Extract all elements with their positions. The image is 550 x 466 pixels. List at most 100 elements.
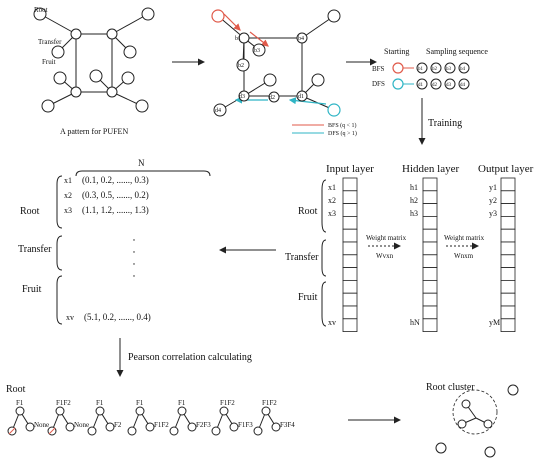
- tree-right-label: F2F3: [196, 421, 211, 429]
- weight1-label: Weight matrix: [366, 234, 407, 242]
- input-label-x2: x2: [328, 196, 336, 205]
- matrix-row-value-v: (5.1, 0.2, ......, 0.4): [84, 312, 151, 322]
- walk-node-b1: b1: [235, 36, 241, 42]
- tree-right-label: F3F4: [280, 421, 295, 429]
- pattern-transfer-label: Transfer: [38, 38, 62, 46]
- bfs-seq-4: b4: [460, 67, 466, 72]
- input-label-x3: x3: [328, 209, 336, 218]
- pattern-graph: [33, 7, 155, 113]
- walk-node-d4: d4: [215, 108, 221, 114]
- dfs-sequence: [416, 78, 470, 90]
- pattern-root-label: Root: [34, 6, 48, 14]
- pearson-label: Pearson correlation calculating: [128, 352, 252, 363]
- hidden-layer-cell: [422, 215, 438, 230]
- input-layer-cell: [342, 305, 358, 320]
- matrix-group-fruit: Fruit: [22, 284, 42, 295]
- hidden-layer-cell: [422, 305, 438, 320]
- hidden-layer-cell: [422, 254, 438, 269]
- matrix-n-brace: [75, 170, 211, 177]
- input-layer-cell: [342, 267, 358, 281]
- pattern-caption: A pattern for PUFEN: [60, 127, 128, 136]
- weight2-sub: Wnxm: [454, 252, 474, 260]
- walk-node-d1: d1: [298, 94, 304, 100]
- hidden-layer-cell: [422, 177, 438, 192]
- legend-dfs: DFS: [372, 80, 385, 88]
- matrix-row-label-3: x3: [64, 206, 72, 215]
- input-layer-cell: [342, 215, 358, 230]
- matrix-group-root: Root: [20, 206, 40, 217]
- input-label-x1: x1: [328, 183, 336, 192]
- walk-graph: [211, 9, 341, 117]
- output-label-y3: y3: [489, 209, 497, 218]
- output-layer-cell: [500, 190, 516, 205]
- net-brace-transfer: [321, 239, 327, 277]
- input-layer-cell: [342, 203, 358, 217]
- output-label-y2: y2: [489, 196, 497, 205]
- tree-right-label: F2: [114, 421, 122, 429]
- matrix-row-value-3: (1.1, 1.2, ......, 1.3): [82, 205, 149, 215]
- cluster-label: Root cluster: [426, 382, 475, 393]
- net-brace-fruit: [321, 281, 327, 327]
- output-layer-cell: [500, 215, 516, 230]
- legend-sampling-sequence: Sampling sequence: [426, 47, 488, 56]
- weight1-sub: Wvxn: [376, 252, 394, 260]
- input-layer-cell: [342, 318, 358, 332]
- output-layer-cell: [500, 267, 516, 281]
- bfs-arrow-label: BFS (q < 1): [328, 122, 357, 129]
- output-layer-cell: [500, 292, 516, 307]
- tree-top-label: F1: [136, 399, 144, 407]
- matrix-brace-root: [56, 175, 63, 229]
- hidden-label-hn: hN: [410, 318, 420, 327]
- tree-right-label: F1F2: [154, 421, 169, 429]
- net-brace-root: [321, 179, 327, 233]
- input-layer-cell: [342, 177, 358, 192]
- bfs-sequence: [416, 62, 470, 74]
- legend-starting: Starting: [384, 47, 409, 56]
- walk-node-b2: b2: [238, 63, 244, 69]
- bfs-seq-2: b2: [432, 67, 438, 72]
- legend-bfs: BFS: [372, 65, 385, 73]
- dfs-seq-2: d2: [432, 83, 438, 88]
- tree-right-label: F1F3: [238, 421, 253, 429]
- hidden-layer-cell: [422, 241, 438, 256]
- dfs-start-node: [392, 78, 404, 90]
- hidden-label-h3: h3: [410, 209, 418, 218]
- net-side-root: Root: [298, 206, 318, 217]
- training-label: Training: [428, 118, 462, 129]
- bfs-seq-3: b3: [446, 67, 452, 72]
- walk-node-d3: d3: [239, 94, 245, 100]
- bfs-seq-1: b1: [418, 67, 424, 72]
- input-layer-cell: [342, 190, 358, 205]
- input-label-xv: xv: [328, 318, 336, 327]
- hidden-layer-title: Hidden layer: [402, 163, 459, 175]
- hidden-layer-cell: [422, 203, 438, 217]
- hidden-layer-cells: [422, 177, 438, 332]
- hidden-layer-cell: [422, 190, 438, 205]
- tree-top-label: F1F2: [220, 399, 235, 407]
- net-side-fruit: Fruit: [298, 292, 318, 303]
- root-cluster: [435, 384, 519, 458]
- root-trees: F1NoneF1F2NoneF1F2F1F1F2F1F2F3F1F2F1F3F1…: [7, 399, 295, 436]
- matrix-row-label-1: x1: [64, 176, 72, 185]
- walk-node-d2: d2: [269, 95, 275, 101]
- matrix-row-label-v: xv: [66, 313, 74, 322]
- input-layer-cells: [342, 177, 358, 332]
- dfs-seq-4: d4: [460, 83, 466, 88]
- output-layer-cell: [500, 203, 516, 217]
- output-layer-cell: [500, 279, 516, 294]
- walk-node-b3: b3: [254, 48, 260, 54]
- tree-right-label: None: [34, 421, 49, 429]
- tree-top-label: F1: [16, 399, 24, 407]
- output-layer-title: Output layer: [478, 163, 534, 175]
- output-label-y1: y1: [489, 183, 497, 192]
- hidden-layer-cell: [422, 267, 438, 281]
- output-layer-cell: [500, 254, 516, 269]
- input-layer-cell: [342, 241, 358, 256]
- hidden-layer-cell: [422, 228, 438, 243]
- input-layer-title: Input layer: [326, 163, 374, 175]
- matrix-row-value-1: (0.1, 0.2, ......, 0.3): [82, 175, 149, 185]
- hidden-layer-cell: [422, 292, 438, 307]
